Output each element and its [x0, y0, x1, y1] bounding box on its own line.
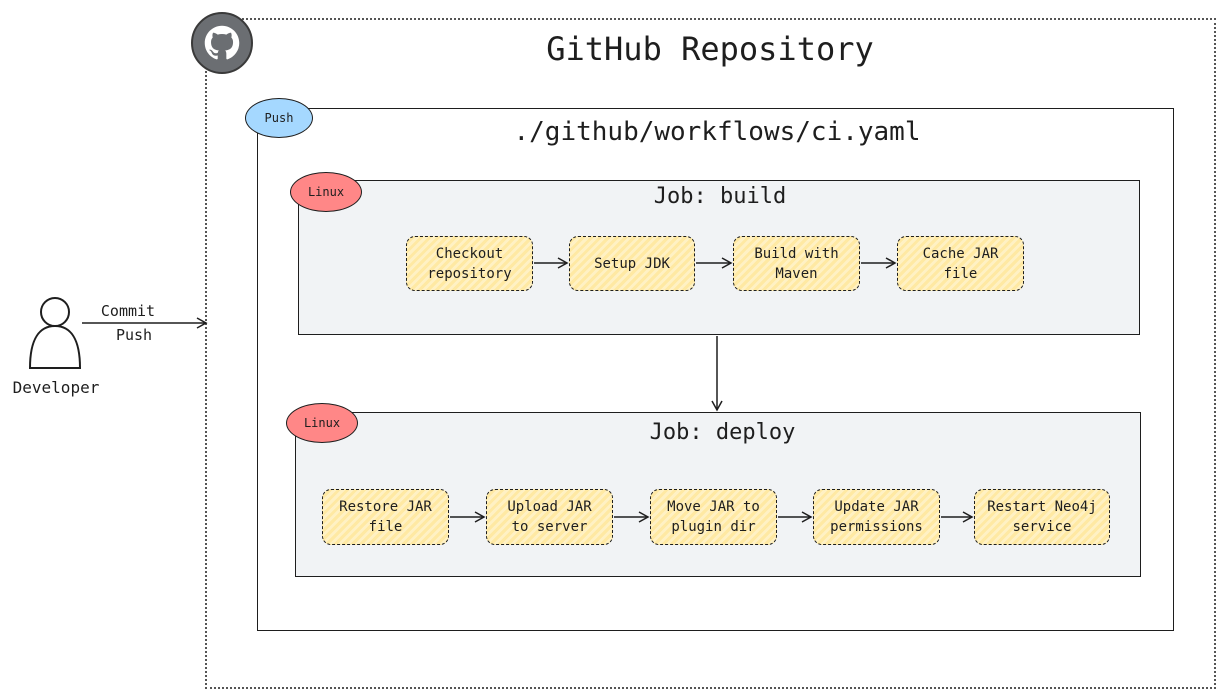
job-deploy-title: Job: deploy	[649, 420, 796, 445]
step-upload-jar-to-server: Upload JAR to server	[486, 489, 613, 545]
arrow-label-commit: Commit	[100, 302, 156, 320]
workflow-title: ./github/workflows/ci.yaml	[513, 117, 921, 147]
trigger-badge: Push	[245, 98, 313, 138]
step-update-jar-permissions: Update JAR permissions	[813, 489, 940, 545]
runner-label: Linux	[307, 185, 345, 199]
github-icon	[191, 12, 253, 74]
step-restart-neo4j-service: Restart Neo4j service	[974, 489, 1110, 545]
step-cache-jar-file: Cache JAR file	[897, 236, 1024, 291]
runner-badge-deploy: Linux	[286, 403, 358, 443]
step-setup-jdk: Setup JDK	[569, 236, 695, 291]
arrow-label-push: Push	[115, 326, 153, 344]
job-build-title: Job: build	[653, 184, 787, 209]
step-checkout-repository: Checkout repository	[406, 236, 533, 291]
developer-label: Developer	[12, 378, 100, 397]
step-build-with-maven: Build with Maven	[733, 236, 860, 291]
repository-frame	[205, 18, 1216, 689]
person-icon	[28, 297, 82, 369]
step-move-jar-to-plugin-dir: Move JAR to plugin dir	[650, 489, 777, 545]
repository-title: GitHub Repository	[546, 30, 874, 68]
trigger-label: Push	[264, 111, 294, 125]
runner-badge-build: Linux	[290, 172, 362, 212]
runner-label: Linux	[303, 416, 341, 430]
step-restore-jar-file: Restore JAR file	[322, 489, 449, 545]
